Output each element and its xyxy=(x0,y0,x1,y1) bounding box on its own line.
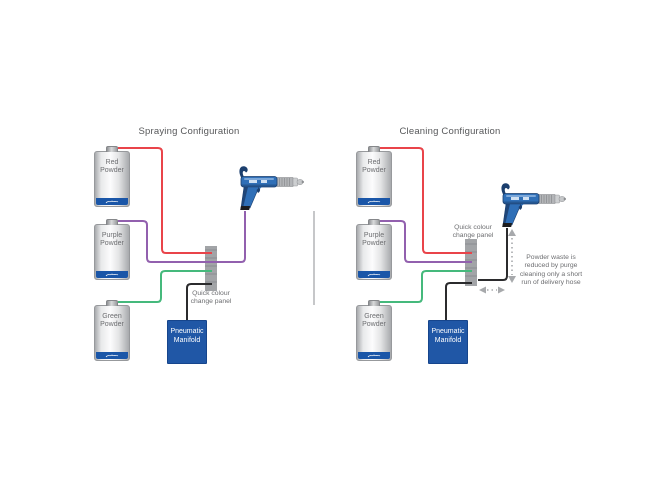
short-hose-arrow-horizontal xyxy=(479,286,505,294)
canister-cap xyxy=(106,146,118,152)
arrow-right-icon xyxy=(498,286,505,294)
section-divider xyxy=(313,211,315,305)
gun-delivery-hose-right xyxy=(478,228,508,281)
panel-label-right: Quick colour change panel xyxy=(452,224,494,240)
arrow-left-icon xyxy=(479,286,486,294)
panel-label-left: Quick colour change panel xyxy=(190,290,232,306)
brand-band xyxy=(96,198,128,205)
brand-band xyxy=(358,352,390,359)
spray-gun-left xyxy=(238,165,305,211)
brand-logo-icon xyxy=(367,200,381,203)
canister-cap xyxy=(368,146,380,152)
canister-cap xyxy=(368,300,380,306)
canister-cap xyxy=(368,219,380,225)
red-hose-right xyxy=(380,147,472,254)
brand-logo-icon xyxy=(105,273,119,276)
canister-label: Green Powder xyxy=(100,313,124,328)
pneumatic-manifold-left: Pneumatic Manifold xyxy=(167,320,207,364)
manifold-label: Pneumatic Manifold xyxy=(431,328,465,344)
red-powder-canister-left: Red Powder xyxy=(94,146,130,207)
short-hose-arrow-vertical xyxy=(508,229,516,283)
air-hose-right xyxy=(445,282,472,321)
brand-logo-icon xyxy=(367,354,381,357)
brand-logo-icon xyxy=(105,354,119,357)
air-hose-left xyxy=(186,283,212,321)
red-powder-canister-right: Red Powder xyxy=(356,146,392,207)
cleaning-configuration-title: Cleaning Configuration xyxy=(399,126,501,137)
spraying-configuration-title: Spraying Configuration xyxy=(138,126,240,137)
red-hose-left xyxy=(118,147,212,254)
canister-label: Purple Powder xyxy=(362,232,386,247)
quick-colour-change-panel-left xyxy=(205,246,217,291)
purple-hose-left xyxy=(118,211,246,263)
purple-powder-canister-right: Purple Powder xyxy=(356,219,392,280)
pneumatic-manifold-right: Pneumatic Manifold xyxy=(428,320,468,364)
brand-logo-icon xyxy=(367,273,381,276)
arrow-down-icon xyxy=(508,276,516,283)
canister-label: Red Powder xyxy=(100,159,124,174)
canister-cap xyxy=(106,300,118,306)
green-powder-canister-right: Green Powder xyxy=(356,300,392,361)
green-hose-left xyxy=(118,270,212,303)
brand-band xyxy=(358,198,390,205)
brand-band xyxy=(96,271,128,278)
arrow-up-icon xyxy=(508,229,516,236)
purple-powder-canister-left: Purple Powder xyxy=(94,219,130,280)
purge-cleaning-annotation: Powder waste is reduced by purge cleanin… xyxy=(519,254,583,287)
spray-gun-right xyxy=(500,182,567,228)
brand-band xyxy=(358,271,390,278)
purple-hose-right xyxy=(380,220,472,263)
brand-logo-icon xyxy=(105,200,119,203)
canister-label: Purple Powder xyxy=(100,232,124,247)
green-hose-right xyxy=(380,270,472,303)
canister-label: Green Powder xyxy=(362,313,386,328)
green-powder-canister-left: Green Powder xyxy=(94,300,130,361)
manifold-label: Pneumatic Manifold xyxy=(170,328,204,344)
brand-band xyxy=(96,352,128,359)
canister-label: Red Powder xyxy=(362,159,386,174)
canister-cap xyxy=(106,219,118,225)
